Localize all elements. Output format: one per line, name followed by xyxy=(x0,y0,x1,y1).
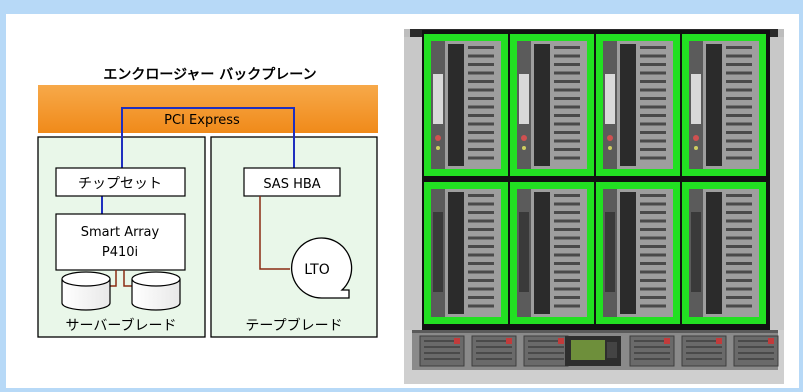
disk-icon xyxy=(131,271,181,311)
smart-array-label-line2: P410i xyxy=(102,245,138,260)
blade-slot xyxy=(682,182,766,324)
blade-slot xyxy=(424,34,508,176)
blade-slot xyxy=(424,182,508,324)
sas-link-lto xyxy=(259,196,290,270)
smart-array-label-line1: Smart Array xyxy=(81,225,160,240)
sas-hba-box xyxy=(243,167,341,197)
chipset-box xyxy=(55,167,186,197)
power-supply xyxy=(681,335,727,367)
tape-drive-label: LTO xyxy=(304,262,329,278)
pci-express-link xyxy=(121,107,295,168)
power-supply xyxy=(523,335,569,367)
server-blade-label: サーバーブレード xyxy=(65,317,176,334)
blade-slot xyxy=(596,34,680,176)
backplane-label: PCI Express xyxy=(164,113,240,128)
chipset-label: チップセット xyxy=(78,176,162,192)
blade-slot xyxy=(682,34,766,176)
blade-slot xyxy=(596,182,680,324)
blade-slot xyxy=(510,34,594,176)
blade-slot xyxy=(510,182,594,324)
enclosure-photo xyxy=(404,29,784,384)
tape-blade-label: テープブレード xyxy=(245,317,342,334)
power-supply xyxy=(419,335,465,367)
power-supply xyxy=(629,335,675,367)
diagram-title: エンクロージャー バックプレーン xyxy=(103,67,316,83)
tape-drive-icon xyxy=(291,237,353,299)
sas-hba-label: SAS HBA xyxy=(263,177,320,192)
power-supply xyxy=(733,335,779,367)
smart-array-box xyxy=(55,213,186,271)
power-supply xyxy=(471,335,517,367)
sas-link-disk-left xyxy=(108,270,117,287)
sas-link-disk-right xyxy=(123,270,132,287)
disk-icon xyxy=(61,271,111,311)
